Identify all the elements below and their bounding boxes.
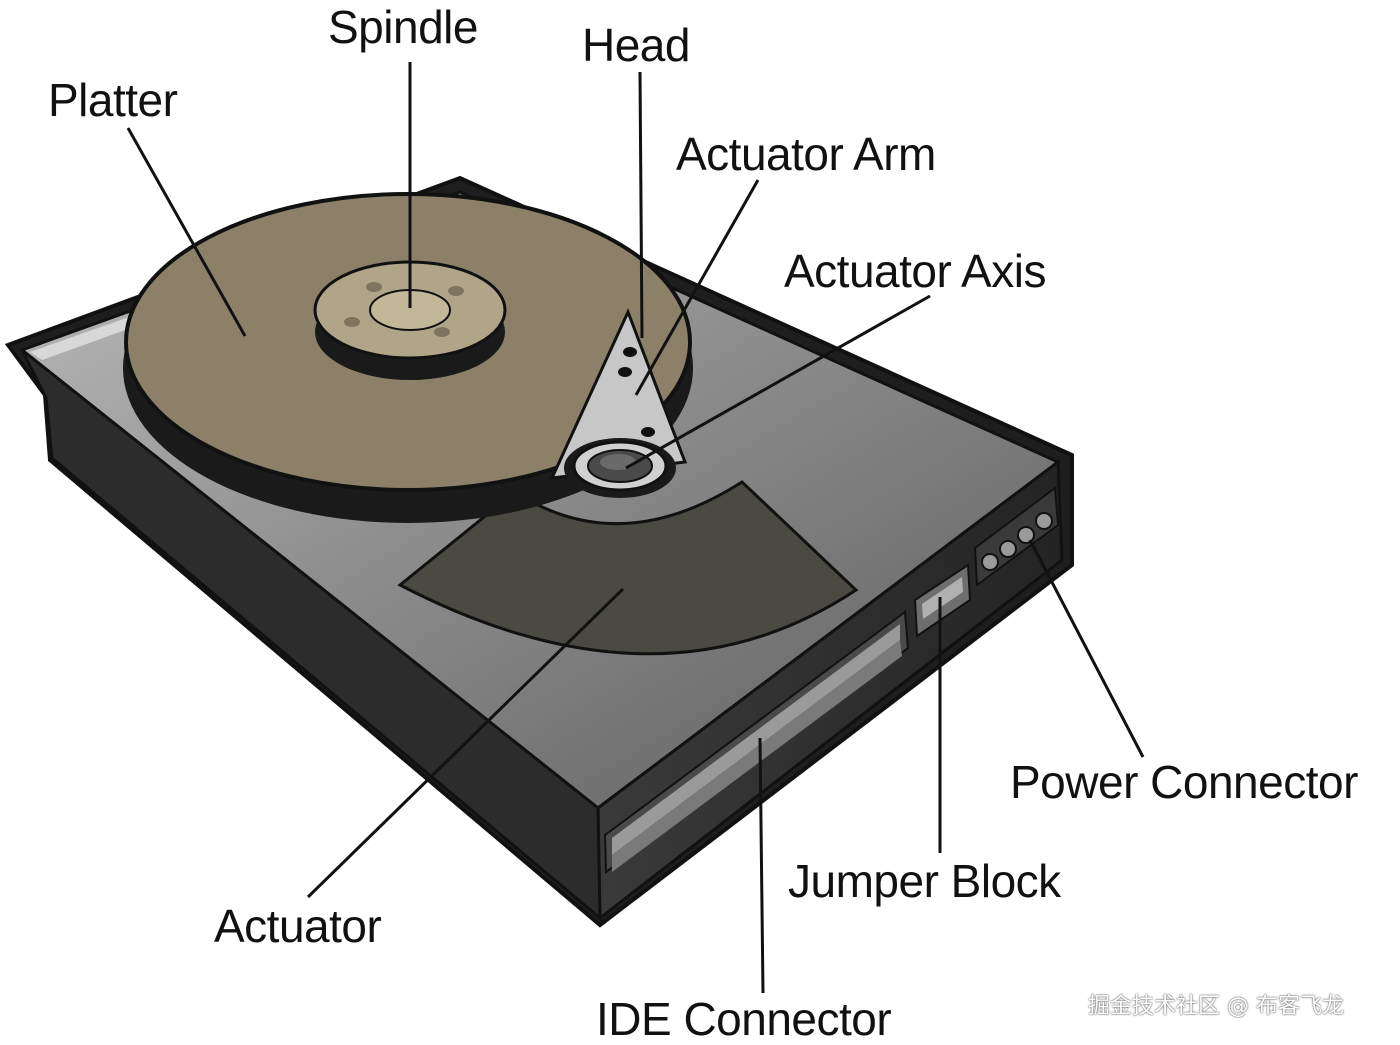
watermark-text: 掘金技术社区 @ 布客飞龙 (1088, 994, 1344, 1019)
leader-ide-connector (758, 737, 765, 994)
leader-lines (126, 62, 1145, 994)
leader-platter (126, 127, 247, 337)
ide-connector-graphic (603, 610, 910, 874)
leader-actuator-arm (634, 179, 760, 396)
ide-connector-label: IDE Connector (596, 993, 892, 1045)
jumper-block-label: Jumper Block (788, 855, 1061, 907)
leader-actuator (306, 587, 625, 899)
actuator-label: Actuator (214, 900, 382, 952)
actuator-axis-label: Actuator Axis (784, 245, 1046, 297)
jumper-block-graphic (913, 563, 972, 638)
leader-head (638, 71, 644, 339)
actuator-axis-graphic (564, 438, 676, 498)
leader-power-connector (1028, 539, 1145, 758)
actuator-graphic (397, 480, 859, 656)
leader-actuator-axis (625, 294, 931, 470)
head-label: Head (582, 19, 690, 71)
power-connector-label: Power Connector (1010, 756, 1358, 808)
spindle-label: Spindle (328, 1, 478, 53)
power-connector-graphic (973, 486, 1060, 587)
platter-label: Platter (48, 74, 178, 126)
actuator-arm-label: Actuator Arm (676, 128, 936, 180)
spindle-hub-graphic (313, 260, 507, 380)
